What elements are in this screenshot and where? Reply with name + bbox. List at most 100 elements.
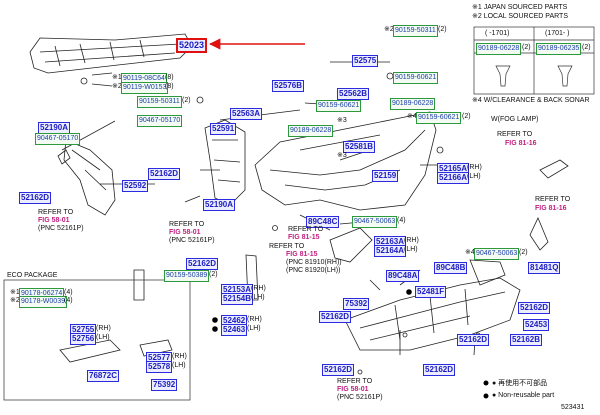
- ref-3-fig[interactable]: FIG 81-15: [288, 234, 320, 241]
- part-52453[interactable]: 52453: [523, 319, 550, 331]
- part-52562b[interactable]: 52562B: [337, 88, 370, 100]
- qty-8b: (8): [165, 83, 174, 90]
- lh-4: (LH): [247, 325, 261, 332]
- part-90467-50063-b[interactable]: 90467-50063: [474, 248, 520, 260]
- qty-8: (8): [165, 74, 174, 81]
- qty-2d: (2): [209, 271, 218, 278]
- part-75392-b[interactable]: 75392: [151, 379, 178, 391]
- bumper-cover: [254, 111, 437, 211]
- part-90159-50389[interactable]: 90159-50389: [164, 270, 210, 282]
- rh-3: (RH): [251, 285, 266, 292]
- lh-6: (LH): [172, 362, 186, 369]
- rh-1: (RH): [467, 164, 482, 171]
- eco-note2: ※2: [10, 297, 20, 304]
- part-52162d-g[interactable]: 52162D: [322, 364, 355, 376]
- part-89c48b[interactable]: 89C48B: [434, 262, 468, 274]
- note-3: ※3: [337, 117, 347, 124]
- ref-6-title: REFER TO: [535, 196, 571, 203]
- ref-4-fig[interactable]: FIG 81-15: [286, 251, 318, 258]
- part-52563a[interactable]: 52563A: [230, 108, 263, 120]
- qty-2b: (2): [182, 97, 191, 104]
- side-bracket-left: [63, 139, 116, 216]
- rh-2: (RH): [404, 237, 419, 244]
- part-90467-05170-b[interactable]: 90467-05170: [35, 133, 81, 145]
- qty-2c: (2): [462, 113, 471, 120]
- part-52463[interactable]: 52463: [221, 324, 248, 336]
- ref-1-fig[interactable]: FIG 58-01: [38, 217, 70, 224]
- ref-3-title: REFER TO: [288, 226, 324, 233]
- note-4b: ※4: [465, 249, 475, 256]
- part-52481f[interactable]: 52481F: [415, 286, 447, 298]
- part-52578[interactable]: 52578: [146, 361, 173, 373]
- note-local: ※2 LOCAL SOURCED PARTS: [472, 13, 568, 20]
- part-90159-50311[interactable]: 90159-50311: [393, 25, 438, 37]
- ref-4-pnc2: (PNC 81920(LH)): [286, 267, 341, 274]
- ref-7-fig[interactable]: FIG 58-01: [337, 386, 369, 393]
- eco-note1: ※1: [10, 289, 20, 296]
- table-part1[interactable]: 90189-06228: [476, 43, 522, 55]
- note-4a: ※4: [407, 113, 417, 120]
- ref-6-fig[interactable]: FIG 81-16: [535, 205, 567, 212]
- lh-5: (LH): [96, 334, 110, 341]
- ref-2-title: REFER TO: [169, 221, 205, 228]
- ref-5-fig[interactable]: FIG 81-16: [505, 140, 537, 147]
- eco-package-title: ECO PACKAGE: [7, 272, 58, 279]
- part-52162d-a[interactable]: 52162D: [148, 168, 181, 180]
- part-52592[interactable]: 52592: [122, 180, 149, 192]
- note-clearance: ※4 W/CLEARANCE & BACK SONAR: [472, 97, 590, 104]
- part-52162b[interactable]: 52162B: [510, 334, 543, 346]
- part-52576b[interactable]: 52576B: [272, 80, 305, 92]
- part-52023-highlight[interactable]: 52023: [176, 38, 208, 53]
- reflector-bracket: [329, 227, 373, 263]
- retainer-upper: [204, 119, 246, 206]
- part-75392-a[interactable]: 75392: [343, 298, 370, 310]
- part-81481q[interactable]: 81481Q: [528, 262, 561, 274]
- part-76872c[interactable]: 76872C: [87, 370, 120, 382]
- qty-4c: (4): [64, 297, 73, 304]
- part-89c48a[interactable]: 89C48A: [386, 270, 420, 282]
- part-52162d-b[interactable]: 52162D: [19, 192, 52, 204]
- legend-reuse-jp: ● 再使用不可部品: [492, 380, 548, 387]
- table-qty2: (2): [582, 44, 591, 51]
- part-52162d-d[interactable]: 52162D: [518, 302, 551, 314]
- part-52164a[interactable]: 52164A: [374, 245, 407, 257]
- part-52162d-h[interactable]: 52162D: [423, 364, 456, 376]
- part-90467-50063-a[interactable]: 90467-50063: [352, 216, 398, 228]
- part-90119-w0153[interactable]: 90119-W0153: [121, 82, 169, 94]
- part-90159-60621-b[interactable]: 90159-60621: [316, 100, 362, 112]
- part-52159[interactable]: 52159: [372, 170, 399, 182]
- part-90189-06228-b[interactable]: 90189-06228: [288, 125, 334, 137]
- qty-2e: (2): [519, 249, 528, 256]
- part-90178-w0039[interactable]: 90178-W0039: [19, 296, 67, 308]
- table-col1: ( -1701): [485, 30, 510, 37]
- part-52575[interactable]: 52575: [352, 55, 379, 67]
- part-52162d-c[interactable]: 52162D: [186, 258, 219, 270]
- lh-3: (LH): [251, 294, 265, 301]
- ref-4-pnc1: (PNC 81910(RH)): [286, 259, 342, 266]
- lh-1: (LH): [467, 173, 481, 180]
- part-90467-05170-a[interactable]: 90467-05170: [137, 115, 183, 127]
- table-part2[interactable]: 90189-06235: [536, 43, 582, 55]
- note-3b: ※3: [337, 152, 347, 159]
- note-1a: ※1: [112, 74, 122, 81]
- part-90159-60621-a[interactable]: 90159-60621: [393, 72, 439, 84]
- part-52166a[interactable]: 52166A: [437, 172, 470, 184]
- part-52154b[interactable]: 52154B: [221, 293, 254, 305]
- part-52162d-e[interactable]: 52162D: [319, 311, 352, 323]
- source-table-grid: [473, 26, 595, 95]
- ref-4-title: REFER TO: [269, 243, 305, 250]
- part-90159-50311-b[interactable]: 90159-50311: [137, 96, 182, 108]
- part-52591[interactable]: 52591: [210, 123, 237, 135]
- rh-6: (RH): [172, 353, 187, 360]
- part-90159-60621-c[interactable]: 90159-60621: [416, 112, 462, 124]
- ref-1-title: REFER TO: [38, 209, 74, 216]
- part-52190a-b[interactable]: 52190A: [203, 199, 236, 211]
- part-52756[interactable]: 52756: [70, 333, 97, 345]
- part-89c48c[interactable]: 89C48C: [306, 216, 340, 228]
- part-52581b[interactable]: 52581B: [343, 141, 376, 153]
- part-90189-06228-a[interactable]: 90189-06228: [390, 98, 436, 110]
- ref-2-fig[interactable]: FIG 58-01: [169, 229, 201, 236]
- part-52162d-f[interactable]: 52162D: [457, 334, 490, 346]
- note-jp: ※1 JAPAN SOURCED PARTS: [472, 4, 568, 11]
